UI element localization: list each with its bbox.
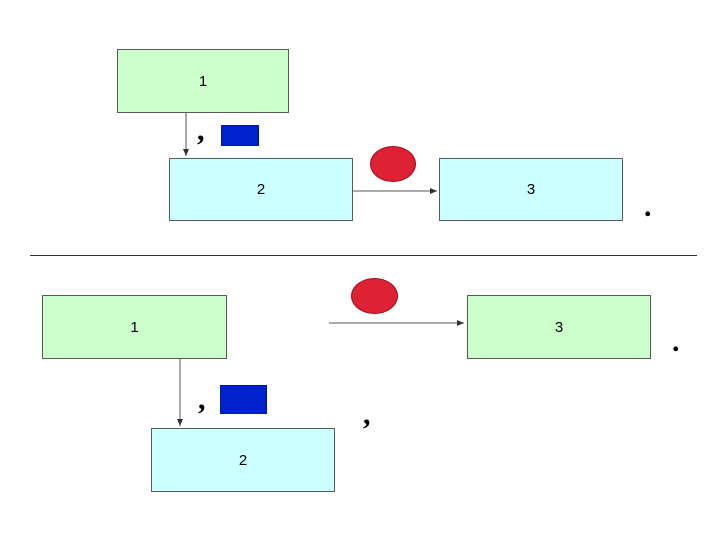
top-red-marker	[370, 146, 416, 182]
top-box-3: 3	[439, 158, 623, 221]
top-box-3-label: 3	[526, 181, 536, 198]
bottom-box-2-label: 2	[238, 451, 248, 469]
top-period: .	[644, 190, 652, 223]
bottom-red-marker	[351, 278, 398, 314]
top-comma: ,	[197, 114, 205, 147]
top-box-1: 1	[117, 49, 289, 113]
bottom-box-2: 2	[151, 428, 335, 492]
top-box-1-label: 1	[198, 72, 208, 90]
bottom-box-1-label: 1	[130, 318, 139, 336]
bottom-box-1: 1	[42, 295, 227, 359]
top-box-2-label: 2	[256, 181, 266, 198]
bottom-period: .	[672, 325, 680, 358]
bottom-comma-mid: ,	[363, 398, 371, 431]
top-box-2: 2	[169, 158, 353, 221]
bottom-comma-left: ,	[198, 383, 206, 416]
top-blue-marker	[221, 125, 259, 146]
section-divider	[30, 255, 697, 256]
bottom-box-3-label: 3	[554, 318, 564, 336]
bottom-blue-marker	[220, 385, 267, 414]
bottom-box-3: 3	[467, 295, 651, 359]
